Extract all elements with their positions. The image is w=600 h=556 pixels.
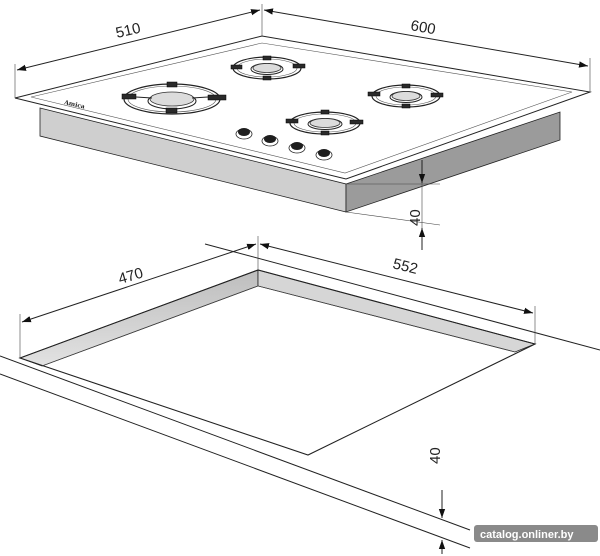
burner-right (367, 83, 444, 109)
burner-front-centre (285, 109, 364, 136)
knob-3 (288, 142, 306, 154)
dimension-hob-width: 600 (263, 8, 591, 92)
worktop (0, 243, 600, 549)
burner-large-front-left (121, 81, 227, 115)
cutout-wall-back (257, 269, 537, 353)
knob-4 (315, 149, 333, 161)
dimension-label-600: 600 (409, 17, 437, 38)
worktop-front-edge-bottom (0, 373, 471, 549)
knob-2 (261, 135, 279, 147)
hob-body-right (345, 111, 561, 213)
dimension-label-552: 552 (391, 255, 419, 278)
dimension-label-40-cutout: 40 (427, 447, 444, 464)
control-knobs (235, 128, 333, 161)
dimension-hob-depth: 510 (14, 4, 263, 98)
dimension-label-40-hob: 40 (407, 209, 424, 226)
cutout-opening (18, 269, 537, 456)
dimension-label-510: 510 (114, 20, 142, 42)
knob-1 (235, 128, 253, 140)
watermark-text: catalog.onliner.by (480, 529, 574, 541)
watermark: catalog.onliner.by (474, 525, 598, 542)
dimension-hob-height: 40 (345, 160, 441, 250)
hob: Amica (14, 35, 592, 213)
dimension-cutout-width: 552 (259, 243, 536, 344)
dimension-worktop-thickness: 40 (427, 447, 446, 554)
worktop-front-edge-top (0, 355, 471, 531)
cutout-wall-left (18, 269, 259, 367)
dimension-label-470: 470 (116, 265, 145, 288)
brand-logo: Amica (63, 99, 86, 111)
dimension-cutout-depth: 470 (19, 236, 259, 358)
